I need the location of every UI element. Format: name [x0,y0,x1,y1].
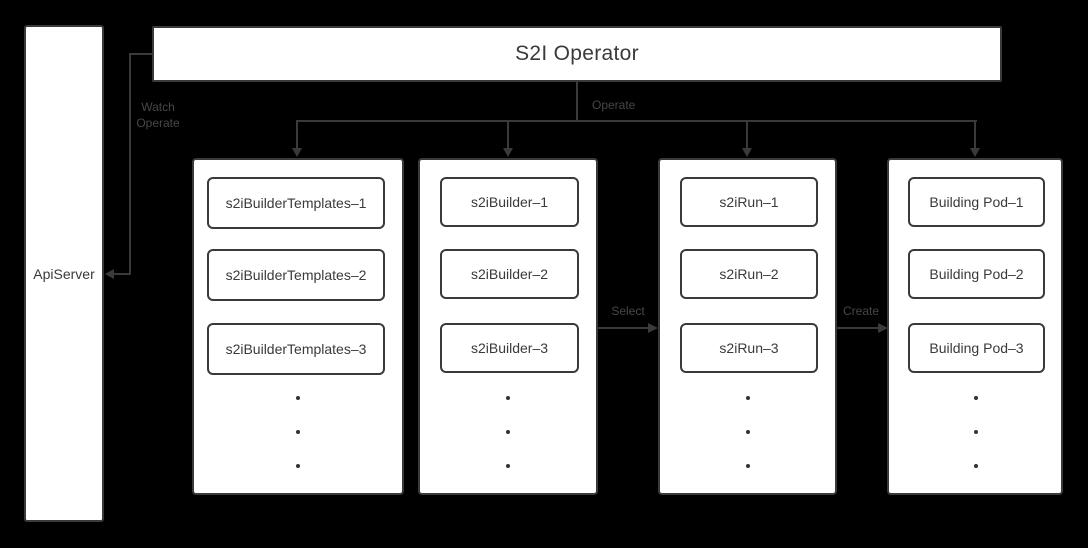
node-box: Building Pod–3 [908,323,1045,373]
edge-operate-branch [296,120,977,122]
group-s2ibuilder: s2iBuilder–1 s2iBuilder–2 s2iBuilder–3 [418,158,598,495]
edge-operate-drop-1 [296,120,298,150]
node-box: s2iBuilder–2 [440,249,579,299]
edge-watch-segment-vertical [129,53,131,274]
arrowhead-down-icon [503,148,513,157]
arrowhead-right-icon [648,323,658,333]
node-box: s2iRun–1 [680,177,818,227]
ellipsis-dot [296,464,300,468]
edge-operate-drop-3 [746,120,748,150]
group-s2irun: s2iRun–1 s2iRun–2 s2iRun–3 [658,158,837,495]
ellipsis-dot [746,430,750,434]
ellipsis-dot [506,464,510,468]
ellipsis-dot [746,396,750,400]
apiserver-label: ApiServer [33,265,95,282]
edge-operate-drop-2 [507,120,509,150]
ellipsis-dot [974,430,978,434]
edge-watch-operate-label: Watch Operate [130,99,186,131]
node-box: s2iBuilder–3 [440,323,579,373]
ellipsis-dot [506,396,510,400]
ellipsis-dot [506,430,510,434]
edge-operate-drop-4 [974,120,976,150]
node-box: Building Pod–1 [908,177,1045,227]
group-s2ibuildertemplates: s2iBuilderTemplates–1 s2iBuilderTemplate… [192,158,404,495]
arrowhead-down-icon [742,148,752,157]
s2i-operator-box: S2I Operator [152,26,1002,82]
edge-watch-segment-top [129,53,152,55]
edge-operate-label: Operate [592,98,636,112]
arrowhead-down-icon [292,148,302,157]
ellipsis-dot [974,464,978,468]
edge-create-line [837,327,879,329]
edge-select-label: Select [611,304,645,318]
node-box: s2iBuilderTemplates–1 [207,177,385,229]
node-box: s2iRun–3 [680,323,818,373]
arrowhead-down-icon [970,148,980,157]
ellipsis-dot [974,396,978,400]
node-box: s2iRun–2 [680,249,818,299]
node-box: Building Pod–2 [908,249,1045,299]
group-building-pod: Building Pod–1 Building Pod–2 Building P… [887,158,1063,495]
watch-label-line1: Watch [141,100,175,114]
ellipsis-dot [746,464,750,468]
edge-select-line [598,327,649,329]
arrowhead-right-icon [878,323,888,333]
ellipsis-dot [296,396,300,400]
edge-create-label: Create [842,304,880,318]
edge-operate-stem [576,82,578,122]
node-box: s2iBuilder–1 [440,177,579,227]
ellipsis-dot [296,430,300,434]
node-box: s2iBuilderTemplates–2 [207,249,385,301]
edge-watch-segment-bottom [113,273,131,275]
diagram-title: S2I Operator [515,42,639,65]
apiserver-box: ApiServer [24,25,104,522]
node-box: s2iBuilderTemplates–3 [207,323,385,375]
watch-label-line2: Operate [136,116,180,130]
arrowhead-left-icon [105,269,114,279]
